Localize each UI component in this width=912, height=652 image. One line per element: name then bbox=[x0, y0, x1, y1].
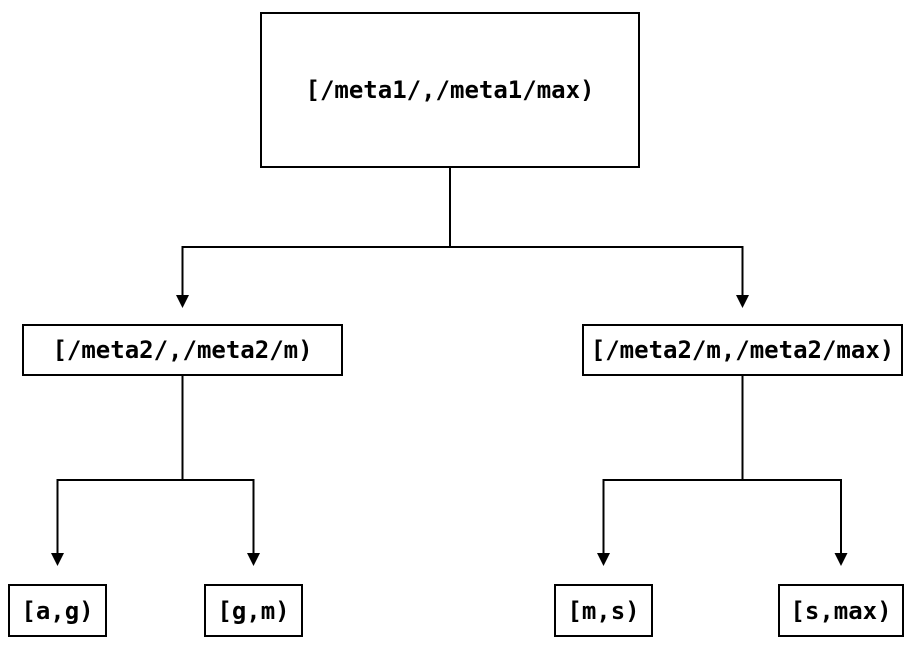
edge-right-to-leaf-smax bbox=[741, 376, 842, 554]
edge-right-to-leaf-ms bbox=[602, 376, 744, 554]
node-meta2-upper: [/meta2/m,/meta2/max) bbox=[582, 324, 903, 376]
arrowhead-leaf-smax-icon bbox=[834, 553, 848, 566]
arrowhead-left-icon bbox=[176, 295, 189, 308]
node-root: [/meta1/,/meta1/max) bbox=[260, 12, 640, 168]
edge-left-to-leaf-gm bbox=[181, 376, 255, 554]
arrowhead-leaf-ag-icon bbox=[51, 553, 64, 566]
node-leaf-ms: [m,s) bbox=[554, 584, 653, 637]
node-leaf-gm: [g,m) bbox=[204, 584, 303, 637]
edge-left-to-leaf-ag bbox=[56, 376, 184, 554]
node-meta2-lower: [/meta2/,/meta2/m) bbox=[22, 324, 343, 376]
arrowhead-leaf-gm-icon bbox=[247, 553, 260, 566]
node-leaf-smax: [s,max) bbox=[778, 584, 904, 637]
arrowhead-leaf-ms-icon bbox=[597, 553, 610, 566]
edge-root-to-left bbox=[181, 168, 451, 296]
arrowhead-right-icon bbox=[736, 295, 749, 308]
node-leaf-ag: [a,g) bbox=[8, 584, 107, 637]
edge-root-to-right bbox=[449, 168, 744, 296]
